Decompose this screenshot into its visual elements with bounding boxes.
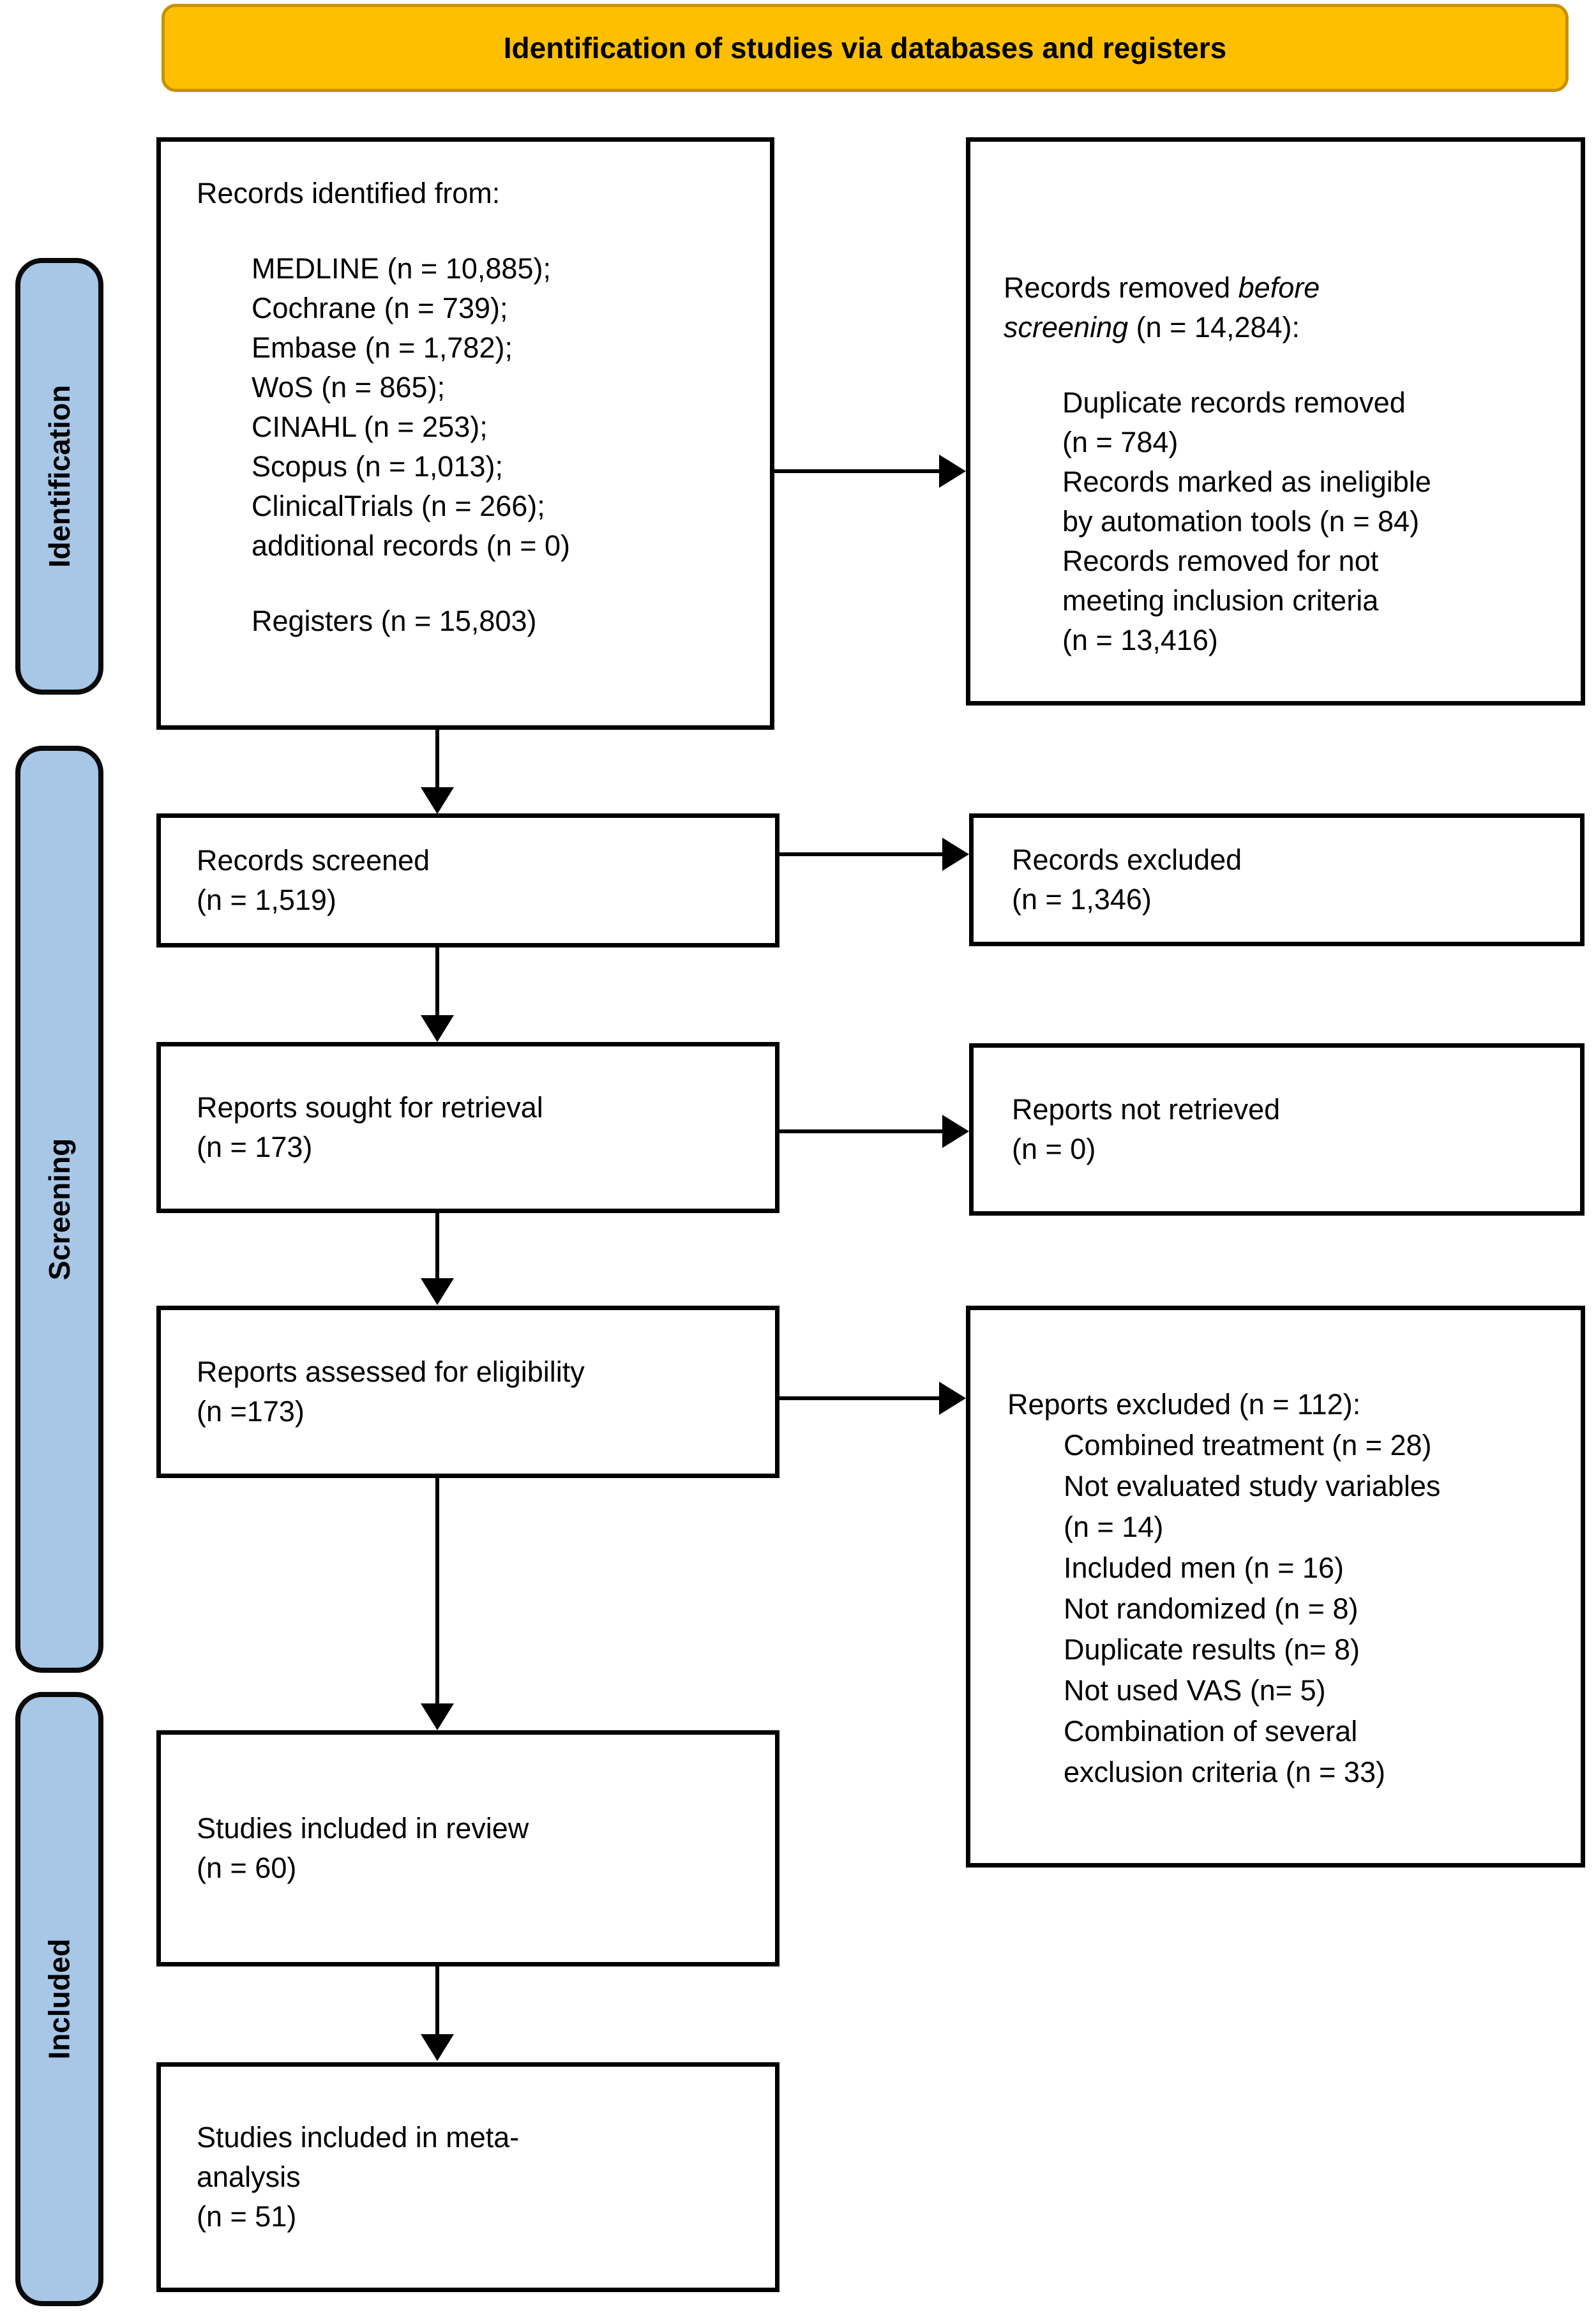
- banner: Identification of studies via databases …: [162, 4, 1569, 92]
- source-item: WoS (n = 865);: [252, 371, 446, 404]
- box-reports-not-retrieved: Reports not retrieved (n = 0): [969, 1043, 1585, 1216]
- connector-line: [774, 469, 939, 473]
- arrow-head-down-icon: [421, 1703, 454, 1730]
- reports-excluded-reasons: Combined treatment (n = 28) Not evaluate…: [1064, 1425, 1562, 1793]
- records-screened-line2: (n = 1,519): [197, 884, 336, 916]
- reports-assessed-line2: (n =173): [197, 1395, 305, 1428]
- connector-line: [435, 1966, 439, 2035]
- source-item: Cochrane (n = 739);: [252, 292, 508, 324]
- box-studies-included-review: Studies included in review (n = 60): [156, 1730, 779, 1966]
- connector-line: [779, 852, 942, 856]
- reason-item: Records removed for not meeting inclusio…: [1062, 541, 1555, 660]
- records-screened-line1: Records screened: [197, 844, 430, 877]
- source-item: ClinicalTrials (n = 266);: [252, 490, 545, 522]
- connector-line: [779, 1129, 942, 1133]
- records-excluded-line2: (n = 1,346): [1012, 883, 1152, 916]
- studies-meta-line1: Studies included in meta-: [197, 2121, 520, 2154]
- reports-not-retrieved-line2: (n = 0): [1012, 1133, 1096, 1165]
- arrow-head-down-icon: [421, 1278, 454, 1305]
- reason-line: Records removed for not: [1062, 545, 1379, 577]
- arrow-head-right-icon: [942, 1115, 969, 1148]
- heading-text: (n = 14,284):: [1128, 311, 1300, 343]
- box-records-screened: Records screened (n = 1,519): [156, 813, 779, 947]
- reason-line: Records marked as ineligible: [1062, 465, 1431, 498]
- reason-item: Duplicate results (n= 8): [1064, 1633, 1360, 1666]
- records-identified-sources: MEDLINE (n = 10,885); Cochrane (n = 739)…: [252, 249, 751, 641]
- connector-line: [435, 1478, 439, 1705]
- reason-line: meeting inclusion criteria: [1062, 584, 1379, 617]
- source-item: Scopus (n = 1,013);: [252, 450, 503, 483]
- stage-label-screening: Screening: [43, 1138, 77, 1281]
- reason-line: (n = 13,416): [1062, 624, 1218, 656]
- box-records-removed: Records removed before screening (n = 14…: [966, 137, 1585, 706]
- reason-line: Not evaluated study variables: [1064, 1470, 1441, 1502]
- arrow-head-right-icon: [939, 455, 966, 488]
- heading-italic: screening: [1004, 311, 1129, 343]
- records-removed-reasons: Duplicate records removed (n = 784) Reco…: [1062, 383, 1555, 660]
- connector-line: [435, 730, 439, 789]
- source-item: Embase (n = 1,782);: [252, 331, 513, 364]
- stage-tab-included: Included: [15, 1692, 103, 2306]
- connector-line: [779, 1396, 939, 1400]
- box-reports-excluded: Reports excluded (n = 112): Combined tre…: [966, 1306, 1585, 1868]
- connector-line: [435, 947, 439, 1016]
- box-reports-sought: Reports sought for retrieval (n = 173): [156, 1042, 779, 1213]
- registers-line: Registers (n = 15,803): [252, 605, 537, 637]
- stage-tab-screening: Screening: [15, 746, 103, 1673]
- reason-line: Combination of several: [1064, 1715, 1358, 1747]
- heading-italic: before: [1238, 271, 1320, 304]
- arrow-head-right-icon: [942, 838, 969, 871]
- reason-item: Combination of several exclusion criteri…: [1064, 1711, 1562, 1793]
- reason-item: Records marked as ineligible by automati…: [1062, 462, 1555, 541]
- records-removed-heading: Records removed before screening (n = 14…: [1004, 268, 1555, 347]
- source-item: MEDLINE (n = 10,885);: [252, 252, 551, 285]
- reason-line: exclusion criteria (n = 33): [1064, 1756, 1385, 1788]
- reason-line: (n = 14): [1064, 1511, 1164, 1543]
- reason-item: Not randomized (n = 8): [1064, 1592, 1359, 1625]
- arrow-head-right-icon: [939, 1382, 966, 1415]
- studies-review-line2: (n = 60): [197, 1852, 297, 1884]
- reason-line: (n = 784): [1062, 426, 1178, 458]
- box-studies-included-meta: Studies included in meta- analysis (n = …: [156, 2062, 779, 2292]
- connector-line: [435, 1213, 439, 1279]
- reason-item: Not used VAS (n= 5): [1064, 1674, 1326, 1707]
- records-excluded-line1: Records excluded: [1012, 843, 1242, 876]
- box-records-excluded: Records excluded (n = 1,346): [969, 813, 1585, 946]
- heading-text: Records removed: [1004, 271, 1238, 304]
- studies-review-line1: Studies included in review: [197, 1812, 529, 1845]
- reports-sought-line2: (n = 173): [197, 1131, 313, 1163]
- studies-meta-line2: analysis: [197, 2161, 301, 2193]
- reason-line: by automation tools (n = 84): [1062, 505, 1420, 538]
- banner-title: Identification of studies via databases …: [503, 31, 1227, 64]
- source-item: CINAHL (n = 253);: [252, 411, 488, 443]
- arrow-head-down-icon: [421, 1015, 454, 1042]
- reason-line: Duplicate records removed: [1062, 386, 1406, 419]
- reason-item: Duplicate records removed (n = 784): [1062, 383, 1555, 462]
- stage-tab-identification: Identification: [15, 258, 103, 695]
- reports-assessed-line1: Reports assessed for eligibility: [197, 1355, 585, 1388]
- arrow-head-down-icon: [421, 787, 454, 814]
- box-records-identified: Records identified from: MEDLINE (n = 10…: [156, 137, 774, 730]
- reason-item: Combined treatment (n = 28): [1064, 1429, 1432, 1461]
- records-identified-heading: Records identified from:: [197, 177, 501, 209]
- reports-sought-line1: Reports sought for retrieval: [197, 1091, 543, 1124]
- box-reports-assessed: Reports assessed for eligibility (n =173…: [156, 1306, 779, 1478]
- arrow-head-down-icon: [421, 2034, 454, 2061]
- source-item: additional records (n = 0): [252, 529, 571, 562]
- stage-label-included: Included: [43, 1938, 76, 2060]
- reports-not-retrieved-line1: Reports not retrieved: [1012, 1093, 1281, 1126]
- reason-item: Not evaluated study variables (n = 14): [1064, 1466, 1562, 1548]
- stage-label-identification: Identification: [43, 384, 77, 568]
- reason-item: Included men (n = 16): [1064, 1551, 1344, 1584]
- studies-meta-line3: (n = 51): [197, 2200, 297, 2233]
- reports-excluded-heading: Reports excluded (n = 112):: [1007, 1388, 1361, 1421]
